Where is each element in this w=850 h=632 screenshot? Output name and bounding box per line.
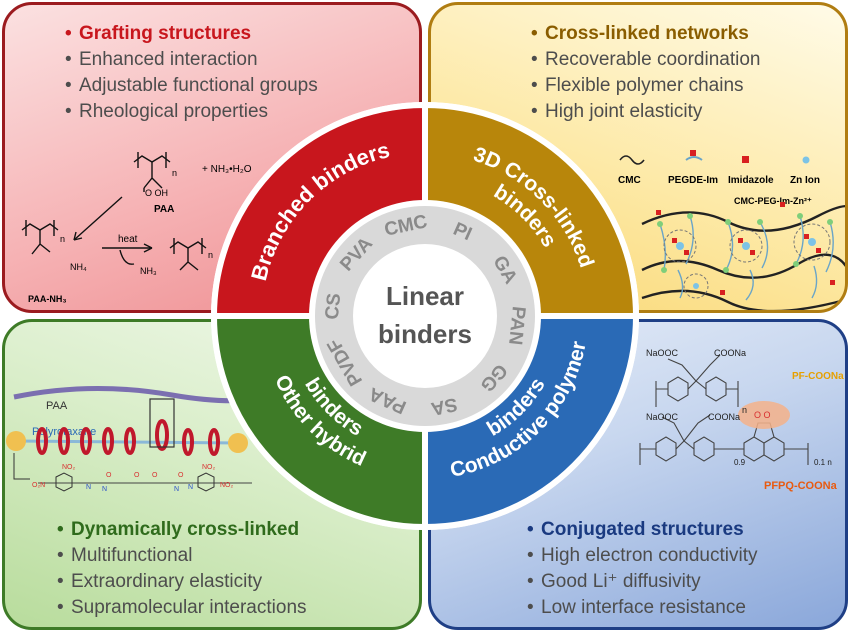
grafting-item: •Adjustable functional groups [65, 75, 318, 96]
grafting-heading: •Grafting structures [65, 23, 252, 44]
svg-text:O₂N: O₂N [32, 482, 45, 489]
link-nodes [657, 213, 833, 273]
dynamic-heading: •Dynamically cross-linked [57, 519, 300, 540]
cmc-chains [641, 205, 845, 310]
stopper-left [6, 431, 26, 451]
polyrotaxane-label: Polyrotaxane [32, 426, 96, 438]
crosslinked-heading: •Cross-linked networks [531, 23, 749, 44]
heat-label: heat [118, 234, 138, 245]
svg-text:O: O [152, 472, 158, 479]
paa-nh3-label: PAA-NH₃ [28, 294, 67, 304]
ring-word: PAN [504, 305, 529, 346]
crosslinked-item: •Recoverable coordination [531, 49, 761, 70]
dynamic-list: •Dynamically cross-linked •Multifunction… [57, 517, 307, 621]
conjugated-item: •Low interface resistance [527, 597, 746, 618]
crosslinked-list: •Cross-linked networks •Recoverable coor… [531, 21, 760, 125]
pf-coona-label: PF-COONa [792, 371, 844, 382]
legend-zn: Zn Ion [790, 175, 820, 186]
crosslinked-item: •Flexible polymer chains [531, 75, 744, 96]
cmc-legend-icon [619, 155, 645, 165]
svg-text:O O: O O [754, 410, 771, 420]
product-n-label: n [208, 250, 213, 260]
zn-clusters [663, 223, 831, 299]
grafting-item: •Rheological properties [65, 101, 269, 122]
svg-text:NO₂: NO₂ [220, 482, 234, 489]
dynamic-item: •Extraordinary elasticity [57, 571, 263, 592]
conjugated-item: •High electron conductivity [527, 545, 758, 566]
ring-word: CS [322, 292, 346, 320]
grafting-item: •Enhanced interaction [65, 49, 258, 70]
crosslinked-item: •High joint elasticity [531, 101, 703, 122]
conjugated-list: •Conjugated structures •High electron co… [527, 517, 758, 621]
legend-cmc: CMC [618, 175, 641, 186]
center-title-line1: Linear [386, 281, 464, 311]
linear-core [353, 244, 497, 388]
svg-text:N: N [102, 486, 107, 493]
paa-label: PAA [154, 204, 174, 215]
legend-imidazole: Imidazole [728, 175, 774, 186]
naooc-label-1: NaOOC [646, 348, 679, 358]
naooc-label-2: NaOOC [646, 412, 679, 422]
conjugated-heading: •Conjugated structures [527, 519, 744, 540]
peg-links [659, 215, 834, 301]
svg-text:NO₂: NO₂ [62, 464, 76, 471]
svg-text:O: O [134, 472, 140, 479]
paa-reaction-scheme: n + NH₃•H₂O O OH PAA heat NH₃ NH₄ PAA-NH… [21, 152, 252, 304]
conjugated-polymer-structures: O O NaOOC COONa PF-COONa n NaOOC COONa 0… [639, 348, 844, 492]
quinone-highlight [738, 401, 790, 429]
network-label: CMC-PEG-Im-Zn²⁺ [734, 196, 812, 206]
imidazole-legend-square [690, 150, 696, 156]
pfpq-coona-label: PFPQ-COONa [764, 480, 838, 492]
svg-text:O: O [178, 472, 184, 479]
polyrotaxane-illustration: PAA Polyrotaxane O₂N NO₂ O O O O NO₂ NO₂ [6, 385, 303, 493]
svg-text:N: N [188, 484, 193, 491]
svg-text:N: N [174, 486, 179, 493]
cyclodextrin-rings [36, 419, 220, 456]
nh3-label: NH₃ [140, 266, 157, 276]
stopper-right [228, 433, 248, 453]
paa-chain-label: PAA [46, 400, 68, 412]
dynamic-item: •Supramolecular interactions [57, 597, 307, 618]
svg-text:NO₂: NO₂ [202, 464, 216, 471]
grafting-list: •Grafting structures •Enhanced interacti… [65, 21, 318, 125]
fraction-01-label: 0.1 n [814, 458, 832, 467]
center-title-line2: binders [378, 319, 472, 349]
imidazole-units [656, 202, 835, 295]
network-illustration: CMC PEGDE-Im Imidazole Zn Ion CMC-PEG-Im… [618, 150, 845, 310]
legend-pegde: PEGDE-Im [668, 175, 718, 186]
fraction-09-label: 0.9 [734, 458, 746, 467]
svg-text:N: N [86, 484, 91, 491]
salt-n-label: n [60, 234, 65, 244]
coona-label-1: COONa [714, 348, 746, 358]
reagent-label: + NH₃•H₂O [202, 164, 252, 175]
zn-legend-icon [802, 156, 810, 164]
conjugated-item: •Good Li⁺ diffusivity [527, 571, 701, 592]
paa-n-label: n [172, 168, 177, 178]
molecular-structure: O₂N NO₂ O O O O NO₂ NO₂ N N N N [32, 464, 252, 493]
coona-label-2: COONa [708, 412, 740, 422]
dynamic-item: •Multifunctional [57, 545, 193, 566]
zoom-box [149, 398, 175, 448]
zoom-arrow [13, 453, 30, 480]
pegde-legend-icon [685, 156, 703, 161]
imidazole-legend-icon [742, 156, 749, 163]
svg-text:O: O [106, 472, 112, 479]
nh4-label: NH₄ [70, 262, 87, 272]
n-label: n [742, 405, 747, 415]
paa-oh-label: O OH [145, 188, 168, 198]
